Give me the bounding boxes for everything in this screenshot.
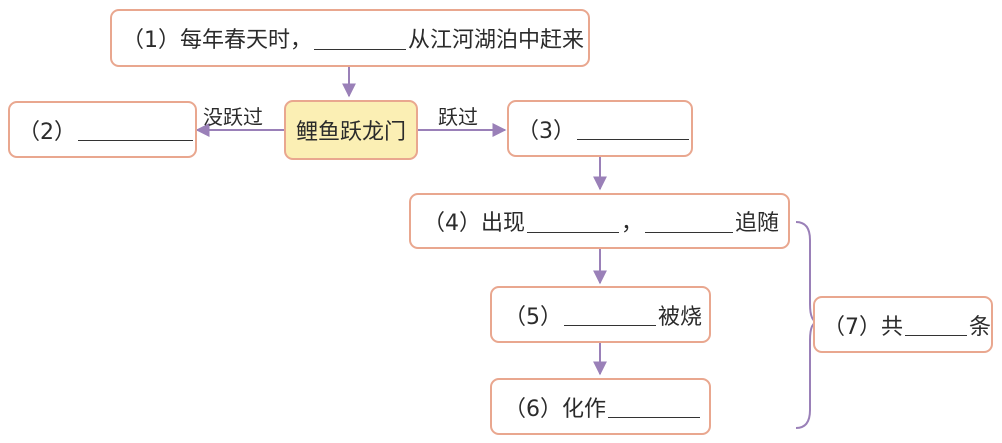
node-7-blank <box>905 313 967 336</box>
node-5-suffix: 被烧 <box>658 304 703 330</box>
center-node: 鲤鱼跃龙门 <box>284 100 418 160</box>
node-3-blank <box>577 117 689 140</box>
node-7-suffix: 条 <box>968 314 991 340</box>
edge-label-left: 没跃过 <box>203 105 263 129</box>
node-4-blank-1 <box>527 210 619 233</box>
node-3-prefix: （3） <box>517 118 575 144</box>
node-2-blank <box>78 118 193 141</box>
node-1-suffix: 从江河湖泊中赶来 <box>408 28 585 53</box>
node-5: （5） 被烧 <box>490 286 711 343</box>
node-1: （1）每年春天时， 从江河湖泊中赶来 <box>110 9 590 67</box>
node-4-mid: ， <box>621 211 644 236</box>
node-7: （7）共 条 <box>813 296 993 353</box>
node-1-prefix: （1）每年春天时， <box>122 28 312 53</box>
node-3: （3） <box>507 100 693 157</box>
node-4-prefix: （4）出现 <box>423 211 525 236</box>
node-6-prefix: （6）化作 <box>504 396 606 422</box>
node-2-prefix: （2） <box>18 119 76 145</box>
node-2: （2） <box>8 101 197 158</box>
node-6-blank <box>608 395 700 418</box>
node-4-blank-2 <box>645 210 734 233</box>
edge-label-right: 跃过 <box>438 105 478 129</box>
node-1-blank <box>314 27 406 50</box>
node-5-blank <box>564 303 656 326</box>
node-4: （4）出现 ， 追随 <box>409 193 790 249</box>
node-7-prefix: （7）共 <box>823 314 903 340</box>
node-6: （6）化作 <box>490 378 711 435</box>
node-5-prefix: （5） <box>504 304 562 330</box>
node-4-suffix: 追随 <box>735 211 780 236</box>
center-label: 鲤鱼跃龙门 <box>295 120 406 145</box>
